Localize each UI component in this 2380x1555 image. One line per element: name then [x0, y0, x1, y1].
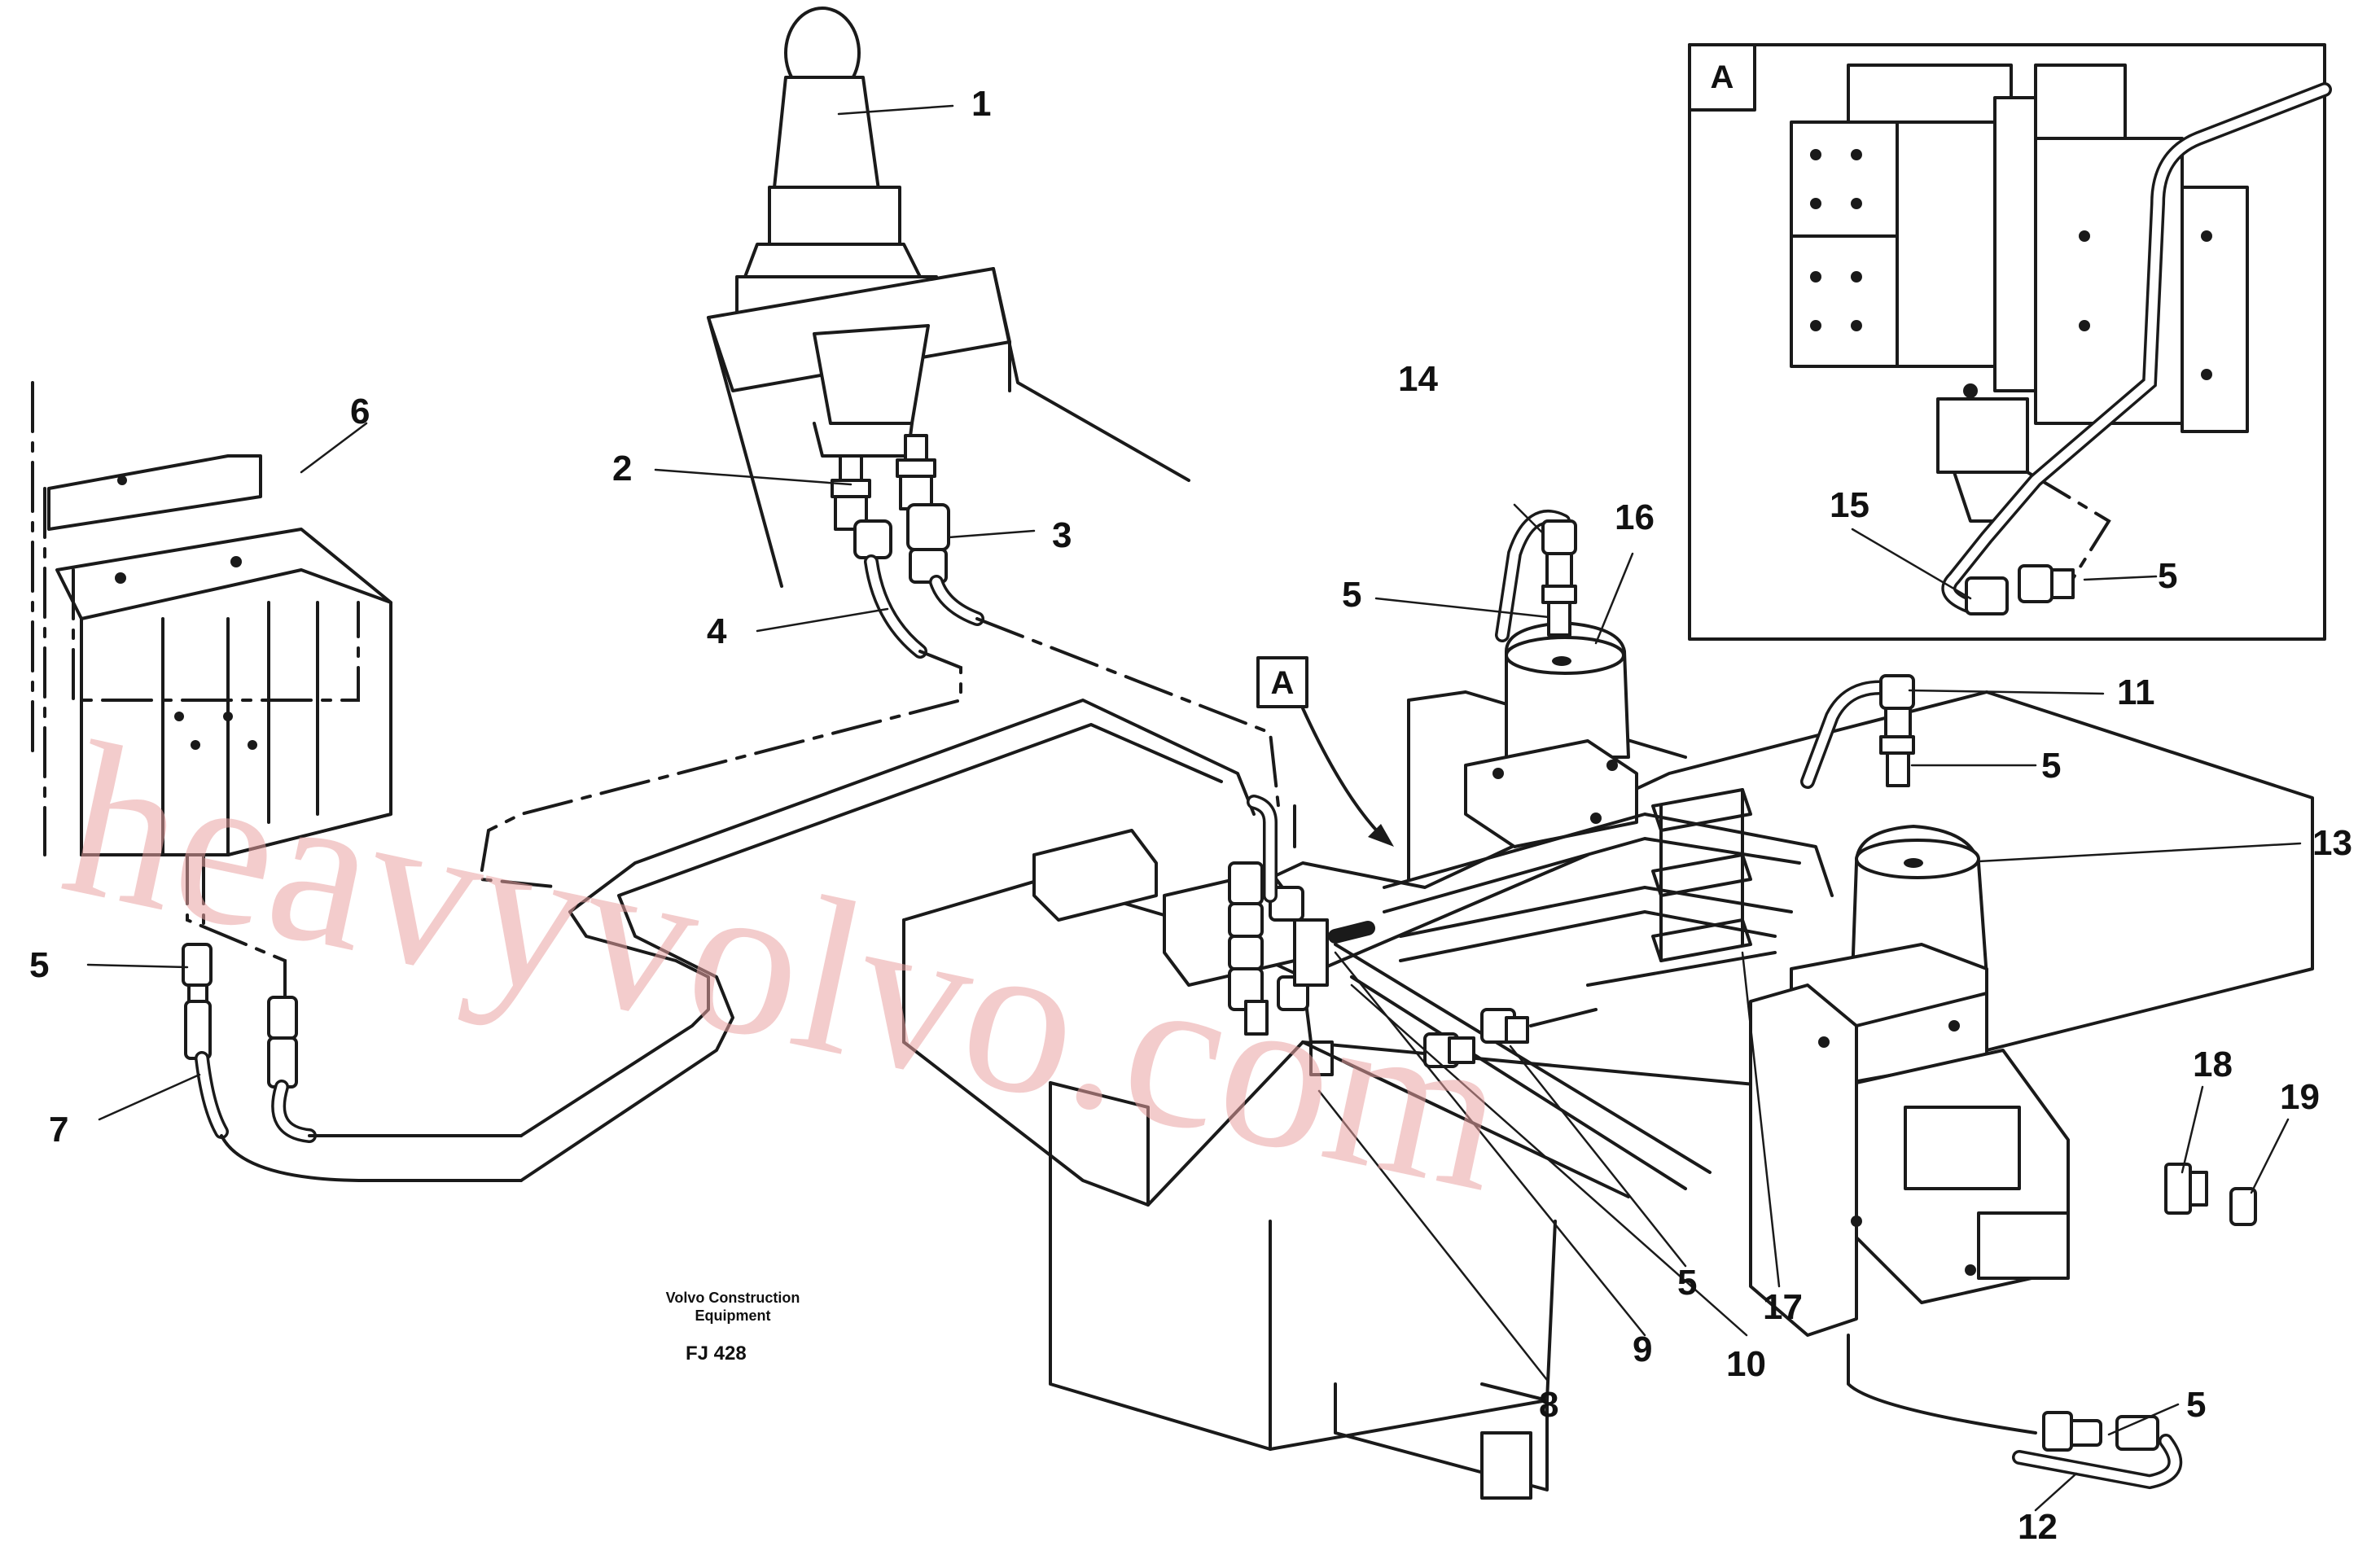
callout-5-lower: 5: [1677, 1263, 1697, 1303]
callout-17: 17: [1763, 1287, 1803, 1327]
callout-8: 8: [1539, 1385, 1558, 1425]
brand-note-line1: Volvo Construction: [666, 1290, 800, 1306]
callout-7: 7: [49, 1110, 68, 1150]
inset-view-a: A: [1688, 43, 2332, 641]
callout-11: 11: [2117, 672, 2155, 712]
callout-16: 16: [1615, 497, 1655, 537]
callout-5-line12: 5: [2186, 1385, 2206, 1425]
callout-9: 9: [1633, 1329, 1652, 1369]
pilot-valve-13: [1749, 674, 2257, 1490]
callout-numbers: 1 2 3 4 6 5 7 14 16 5 11 5 13 15 5 18 19…: [29, 84, 2352, 1547]
callout-4: 4: [707, 611, 727, 651]
callout-18: 18: [2193, 1045, 2233, 1084]
callout-19: 19: [2280, 1077, 2320, 1117]
callout-2: 2: [612, 449, 632, 488]
figure-code: FJ 428: [686, 1343, 747, 1364]
joystick-1: [707, 7, 1190, 659]
control-block-6: [31, 381, 392, 856]
hose-assembly-7: [182, 853, 523, 1182]
pilot-lines: [478, 617, 1296, 1182]
callout-14: 14: [1398, 359, 1438, 399]
callout-13: 13: [2312, 823, 2352, 863]
callout-5-valve13: 5: [2041, 746, 2061, 786]
figure-notes: Volvo Construction Equipment FJ 428: [666, 1290, 800, 1364]
callout-15: 15: [1830, 485, 1869, 525]
brand-note-line2: Equipment: [695, 1308, 771, 1324]
callout-5-left: 5: [29, 945, 49, 985]
callout-1: 1: [971, 84, 991, 124]
callout-10: 10: [1726, 1344, 1766, 1384]
clamp-17: [1383, 788, 1834, 987]
connectors-9-10: [1228, 795, 1712, 1198]
watermark-text: heavyvolvo.com: [47, 696, 1525, 1237]
leader-lines: [86, 104, 2302, 1512]
callout-12: 12: [2018, 1507, 2058, 1547]
callout-5-valve16: 5: [1342, 575, 1361, 615]
pilot-valve-16: [1464, 510, 1638, 848]
callout-6: 6: [350, 392, 370, 431]
callout-3: 3: [1052, 515, 1072, 555]
view-a-label: A: [1271, 665, 1295, 701]
view-a-marker: A: [1256, 656, 1394, 847]
inset-view-a-label: A: [1711, 59, 1734, 95]
callout-5-inset: 5: [2158, 556, 2177, 596]
